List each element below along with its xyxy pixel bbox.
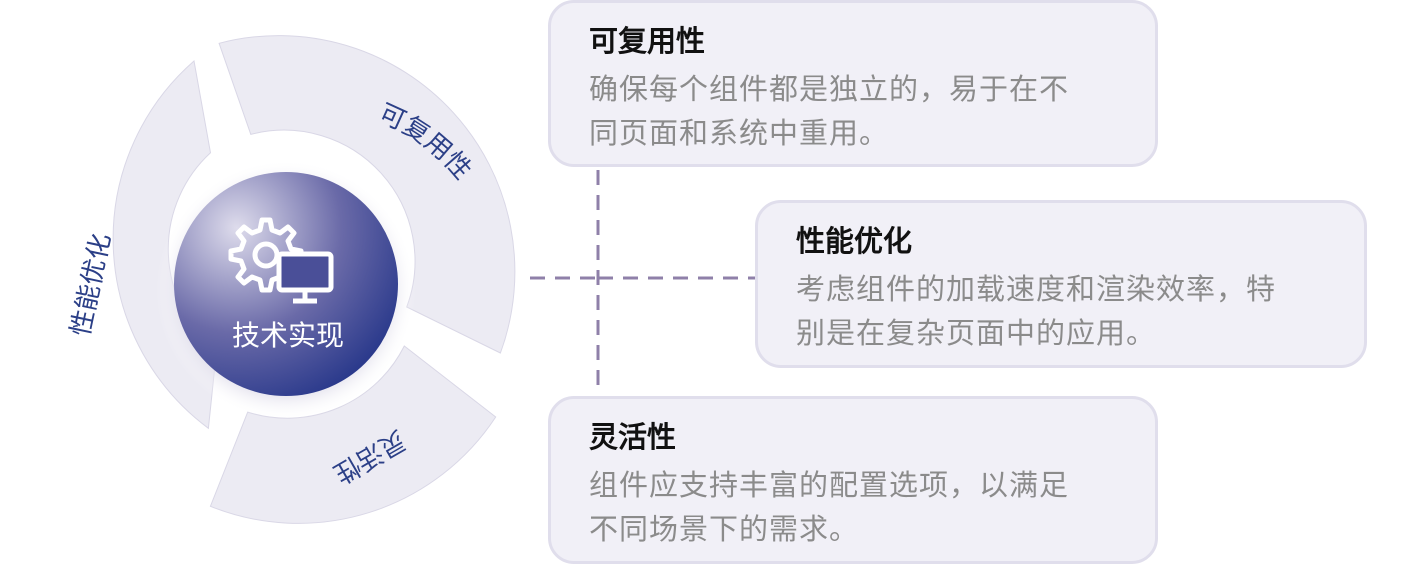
card-desc-line: 确保每个组件都是独立的，易于在不 <box>589 72 1070 106</box>
card-desc-line: 组件应支持丰富的配置选项，以满足 <box>589 468 1070 502</box>
card-desc-line: 考虑组件的加载速度和渲染效率，特 <box>796 272 1277 306</box>
card-perf: 性能优化 考虑组件的加载速度和渲染效率，特 别是在复杂页面中的应用。 <box>755 200 1367 368</box>
card-desc-line: 不同场景下的需求。 <box>589 512 860 546</box>
card-flex: 灵活性 组件应支持丰富的配置选项，以满足 不同场景下的需求。 <box>548 396 1158 564</box>
card-desc-line: 别是在复杂页面中的应用。 <box>796 316 1157 350</box>
connectors <box>530 170 755 394</box>
card-title: 性能优化 <box>796 224 913 258</box>
segment-reuse <box>218 35 516 354</box>
card-title: 灵活性 <box>589 420 677 454</box>
card-reuse: 可复用性 确保每个组件都是独立的，易于在不 同页面和系统中重用。 <box>548 0 1158 167</box>
card-title: 可复用性 <box>589 24 706 58</box>
card-desc-line: 同页面和系统中重用。 <box>589 116 890 150</box>
center-label: 技术实现 <box>232 319 344 352</box>
gear-monitor-icon <box>228 217 334 304</box>
segment-label-perf: 性能优化 <box>66 231 117 339</box>
